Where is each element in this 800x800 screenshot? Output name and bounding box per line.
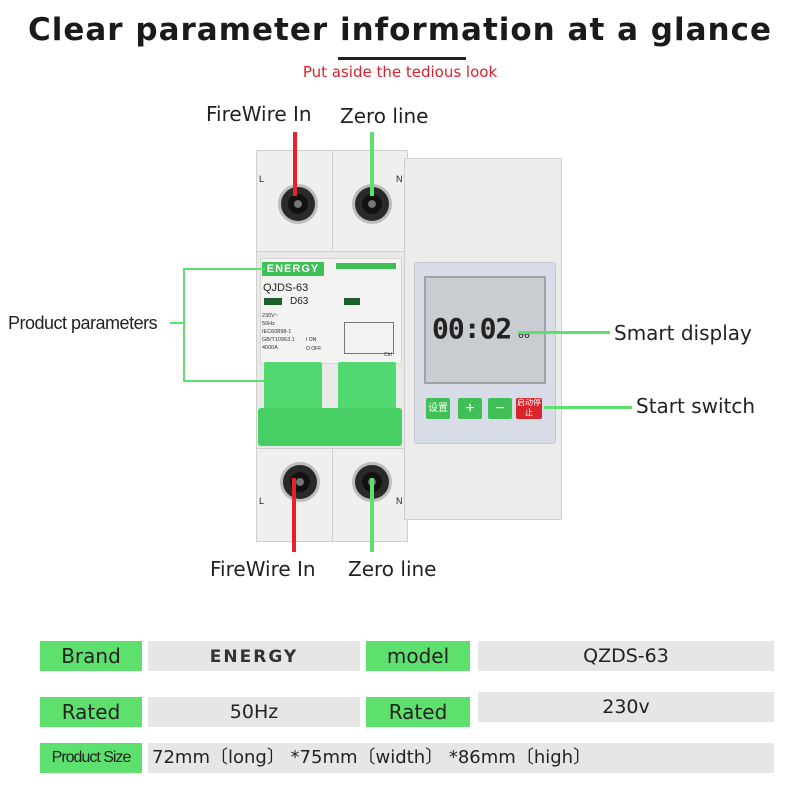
spec-label-model: model [366, 641, 470, 671]
start-stop-button[interactable]: 启动停止 [516, 398, 542, 419]
display-time: 00:02 [432, 312, 512, 345]
brand-logo-text: ENERGY [209, 647, 299, 667]
settings-button[interactable]: 设置 [426, 398, 450, 419]
callout-bracket-parameters [183, 268, 265, 382]
callout-zero-line-top: Zero line [340, 104, 429, 128]
callout-line-firewire-bottom [292, 478, 296, 552]
spec-line: 230V~ [262, 313, 279, 319]
callout-smart-display: Smart display [614, 321, 752, 345]
minus-button[interactable]: − [488, 398, 512, 419]
screw-terminal-l-bottom [280, 462, 320, 502]
display-sub: 00 [518, 330, 531, 341]
spec-line: GB/T10963.1 [262, 337, 295, 343]
on-off-markings: I ON O OFF [306, 336, 321, 354]
device-model: QJDS-63 [263, 282, 309, 294]
breaker-faceplate [260, 258, 402, 364]
spec-label-product-size: Product Size [40, 743, 142, 773]
callout-zero-line-bottom: Zero line [348, 557, 437, 581]
label-n-top: N [396, 174, 403, 184]
label-n-bottom: N [396, 496, 403, 506]
spec-value-model: QZDS-63 [478, 641, 774, 671]
callout-tick-parameters [170, 322, 184, 324]
page-subtitle: Put aside the tedious look [302, 63, 498, 81]
spec-line: 50Hz [262, 321, 275, 327]
spec-line: 4000A [262, 345, 278, 351]
spec-value-rated-voltage: 230v [478, 692, 774, 722]
screw-terminal-l-top [278, 184, 318, 224]
spec-value-rated-frequency: 50Hz [148, 697, 360, 727]
on-label: I ON [306, 337, 317, 343]
off-label: O OFF [306, 346, 322, 352]
toggle-lever-n[interactable] [338, 362, 396, 410]
callout-line-start-switch [544, 406, 632, 409]
ctrl-label: Ctrl [384, 352, 392, 358]
callout-line-zero-top [370, 132, 374, 196]
toggle-bar[interactable] [258, 408, 402, 446]
callout-firewire-in-top: FireWire In [206, 102, 312, 126]
callout-product-parameters: Product parameters [8, 313, 158, 333]
wiring-diagram [344, 322, 394, 354]
spec-label-rated-frequency: Rated [40, 697, 142, 727]
indicator-window-l [264, 298, 282, 305]
callout-firewire-in-bottom: FireWire In [210, 557, 316, 581]
page-title: Clear parameter information at a glance [27, 12, 772, 48]
spec-value-brand: ENERGY [148, 641, 360, 671]
spec-value-product-size: 72mm〔long〕 *75mm〔width〕 *86mm〔high〕 [148, 743, 774, 773]
brand-badge: ENERGY [262, 262, 324, 276]
device-rating: D63 [290, 296, 309, 307]
label-l-bottom: L [259, 496, 265, 506]
spec-label-rated-voltage: Rated [366, 697, 470, 727]
indicator-window-n [344, 298, 360, 305]
callout-start-switch: Start switch [636, 394, 756, 418]
callout-line-smart-display [518, 331, 610, 334]
lcd-display: 00:02 00 [424, 276, 546, 384]
label-l-top: L [259, 174, 265, 184]
green-stripe [336, 263, 396, 269]
callout-line-zero-bottom [370, 478, 374, 552]
callout-line-firewire-top [293, 132, 297, 196]
spec-label-brand: Brand [40, 641, 142, 671]
spec-lines: 230V~ 50Hz IEC60898-1 GB/T10963.1 4000A [262, 312, 295, 352]
plus-button[interactable]: + [458, 398, 482, 419]
spec-line: IEC60898-1 [262, 329, 292, 335]
toggle-lever-l[interactable] [264, 362, 322, 410]
title-underline [338, 57, 466, 60]
